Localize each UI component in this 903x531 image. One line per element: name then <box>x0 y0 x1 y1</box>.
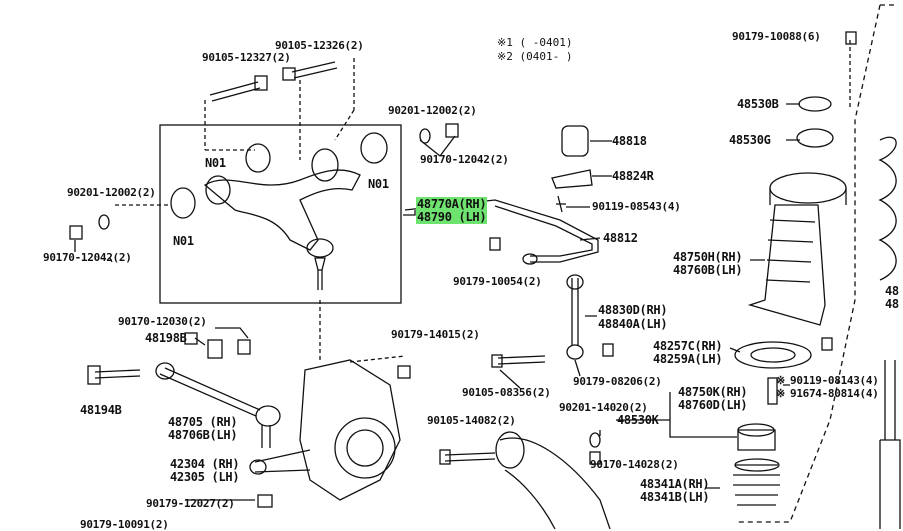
label-48824r[interactable]: 48824R <box>612 169 654 183</box>
label-48259a[interactable]: 48259A(LH) <box>653 352 723 366</box>
label-48530k[interactable]: 48530K <box>617 413 659 427</box>
label-90179-14015[interactable]: 90179-14015(2) <box>391 328 480 341</box>
mark-2: ※ <box>776 387 785 400</box>
label-48705[interactable]: 48705 (RH) <box>168 415 238 429</box>
label-48198b[interactable]: 48198B <box>145 331 187 345</box>
label-90105-08356[interactable]: 90105-08356(2) <box>462 386 551 399</box>
label-edge-48-b[interactable]: 48 <box>885 297 899 311</box>
note-2: ※2 (0401- ) <box>497 50 573 63</box>
label-48750k[interactable]: 48750K(RH) <box>678 385 748 399</box>
label-48830d[interactable]: 48830D(RH) <box>598 303 668 317</box>
label-90179-10091[interactable]: 90179-10091(2) <box>80 518 169 531</box>
label-n01-a[interactable]: N01 <box>205 156 226 170</box>
label-48257c[interactable]: 48257C(RH) <box>653 339 723 353</box>
label-48770a-text: 48770A(RH) <box>416 197 488 211</box>
label-48341b[interactable]: 48341B(LH) <box>640 490 710 504</box>
label-90201-12002-b[interactable]: 90201-12002(2) <box>67 186 156 199</box>
label-48530g[interactable]: 48530G <box>729 133 771 147</box>
label-42304[interactable]: 42304 (RH) <box>170 457 240 471</box>
label-48194b[interactable]: 48194B <box>80 403 122 417</box>
label-90170-12042-b[interactable]: 90170-12042(2) <box>43 251 132 264</box>
label-90119-08143[interactable]: 90119-08143(4) <box>790 374 879 387</box>
label-48750h[interactable]: 48750H(RH) <box>673 250 743 264</box>
label-90179-10088[interactable]: 90179-10088(6) <box>732 30 821 43</box>
label-90201-12002-a[interactable]: 90201-12002(2) <box>388 104 477 117</box>
label-90179-12027[interactable]: 90179-12027(2) <box>146 497 235 510</box>
label-90105-14082[interactable]: 90105-14082(2) <box>427 414 516 427</box>
label-90201-14020[interactable]: 90201-14020(2) <box>559 401 648 414</box>
label-48790[interactable]: 48790 (LH) <box>416 210 488 224</box>
label-48341a[interactable]: 48341A(RH) <box>640 477 710 491</box>
label-90179-10054[interactable]: 90179-10054(2) <box>453 275 542 288</box>
label-42305[interactable]: 42305 (LH) <box>170 470 240 484</box>
label-90170-12030[interactable]: 90170-12030(2) <box>118 315 207 328</box>
label-edge-48-a[interactable]: 48 <box>885 284 899 298</box>
label-90170-14028[interactable]: 90170-14028(2) <box>590 458 679 471</box>
label-91674-80814[interactable]: 91674-80814(4) <box>790 387 879 400</box>
label-48706b[interactable]: 48706B(LH) <box>168 428 238 442</box>
label-90179-08206[interactable]: 90179-08206(2) <box>573 375 662 388</box>
label-48770a[interactable]: 48770A(RH) <box>416 197 488 211</box>
label-90105-12326[interactable]: 90105-12326(2) <box>275 39 364 52</box>
note-1: ※1 ( -0401) <box>497 36 573 49</box>
label-90119-08543[interactable]: 90119-08543(4) <box>592 200 681 213</box>
upper-arm-group-box <box>159 124 402 304</box>
label-48818[interactable]: 48818 <box>612 134 647 148</box>
label-n01-c[interactable]: N01 <box>173 234 194 248</box>
label-90105-12327[interactable]: 90105-12327(2) <box>202 51 291 64</box>
label-90170-12042-a[interactable]: 90170-12042(2) <box>420 153 509 166</box>
label-n01-b[interactable]: N01 <box>368 177 389 191</box>
label-48530b[interactable]: 48530B <box>737 97 779 111</box>
mark-1: ※ <box>776 374 785 387</box>
label-48760b[interactable]: 48760B(LH) <box>673 263 743 277</box>
label-48760d[interactable]: 48760D(LH) <box>678 398 748 412</box>
label-48812[interactable]: 48812 <box>603 231 638 245</box>
label-48790-text: 48790 (LH) <box>416 210 488 224</box>
label-48840a[interactable]: 48840A(LH) <box>598 317 668 331</box>
